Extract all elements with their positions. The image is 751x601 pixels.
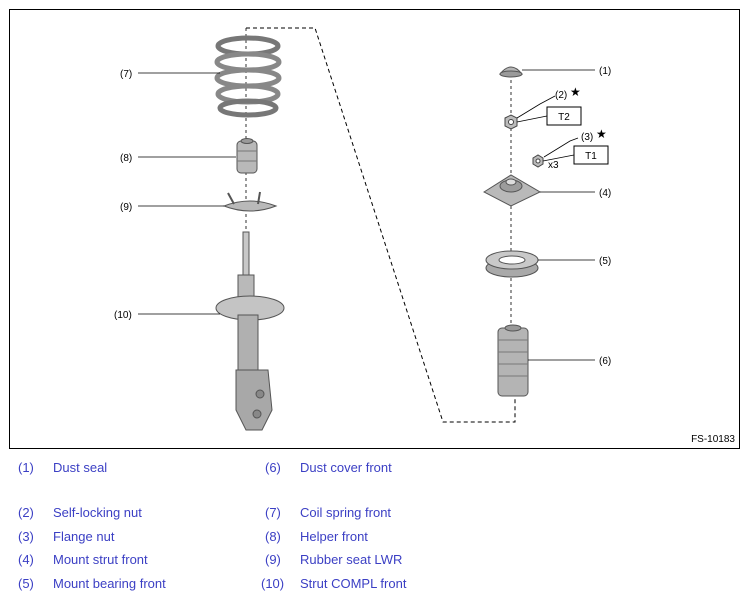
star-icon: ★ (596, 127, 607, 141)
callout-4: (4) (599, 188, 611, 199)
legend-label: Dust seal (53, 460, 108, 475)
legend-number: (4) (18, 552, 34, 567)
legend-number: (9) (265, 552, 281, 567)
legend-number: (10) (261, 576, 285, 591)
torque-box-t1 (573, 145, 609, 165)
legend-number: (5) (18, 576, 34, 591)
legend-number: (7) (265, 505, 281, 520)
torque-box-t2 (546, 106, 582, 126)
figure-id: FS-10183 (691, 434, 735, 445)
assembly-dashed-line (246, 27, 516, 423)
diagram-canvas: T2 T1 x3 (7) (8) (9) (10) (1) (2) ★ (3) … (114, 27, 611, 431)
self-locking-nut-part (504, 114, 518, 130)
legend-item-10: (10) Strut COMPL front (261, 576, 406, 591)
rubber-seat-part (222, 191, 278, 212)
legend-label: Mount strut front (53, 552, 148, 567)
callout-5: (5) (599, 256, 611, 267)
torque-t1-label: T1 (585, 151, 597, 162)
legend-item-6: (6) Dust cover front (265, 460, 392, 475)
flange-nut-part (532, 154, 544, 168)
legend-item-8: (8) Helper front (265, 529, 368, 544)
mount-strut-part (482, 174, 542, 207)
legend-number: (1) (18, 460, 34, 475)
legend-item-1: (1) Dust seal (18, 460, 107, 475)
callout-2: (2) (555, 90, 567, 101)
star-icon: ★ (570, 85, 581, 99)
exploded-diagram: T2 T1 x3 (7) (8) (9) (10) (1) (2) ★ (3) … (9, 9, 740, 449)
torque-t2-label: T2 (558, 112, 570, 123)
dust-cover-part (497, 324, 529, 397)
dust-seal-part (498, 66, 524, 78)
helper-part (236, 138, 258, 174)
legend-number: (6) (265, 460, 281, 475)
coil-spring-part (214, 35, 282, 118)
callout-10: (10) (114, 310, 132, 321)
legend-item-9: (9) Rubber seat LWR (265, 552, 402, 567)
callout-8: (8) (120, 153, 132, 164)
leader-lines (138, 69, 595, 361)
legend-item-2: (2) Self-locking nut (18, 505, 142, 520)
legend-number: (3) (18, 529, 34, 544)
legend-item-3: (3) Flange nut (18, 529, 114, 544)
mount-bearing-part (485, 250, 539, 278)
legend-item-5: (5) Mount bearing front (18, 576, 166, 591)
legend-number: (8) (265, 529, 281, 544)
strut-part (215, 231, 285, 431)
legend-label: Coil spring front (300, 505, 392, 520)
callout-1: (1) (599, 66, 611, 77)
callout-7: (7) (120, 69, 132, 80)
callout-3: (3) (581, 132, 593, 143)
legend-label: Self-locking nut (53, 505, 142, 520)
callout-9: (9) (120, 202, 132, 213)
legend-label: Mount bearing front (53, 576, 166, 591)
legend-label: Helper front (300, 529, 368, 544)
legend-item-4: (4) Mount strut front (18, 552, 148, 567)
legend-number: (2) (18, 505, 34, 520)
legend-label: Rubber seat LWR (300, 552, 403, 567)
legend-item-7: (7) Coil spring front (265, 505, 391, 520)
legend-label: Strut COMPL front (300, 576, 407, 591)
legend-label: Dust cover front (300, 460, 392, 475)
callout-6: (6) (599, 356, 611, 367)
legend-label: Flange nut (53, 529, 115, 544)
quantity-label: x3 (548, 160, 559, 171)
